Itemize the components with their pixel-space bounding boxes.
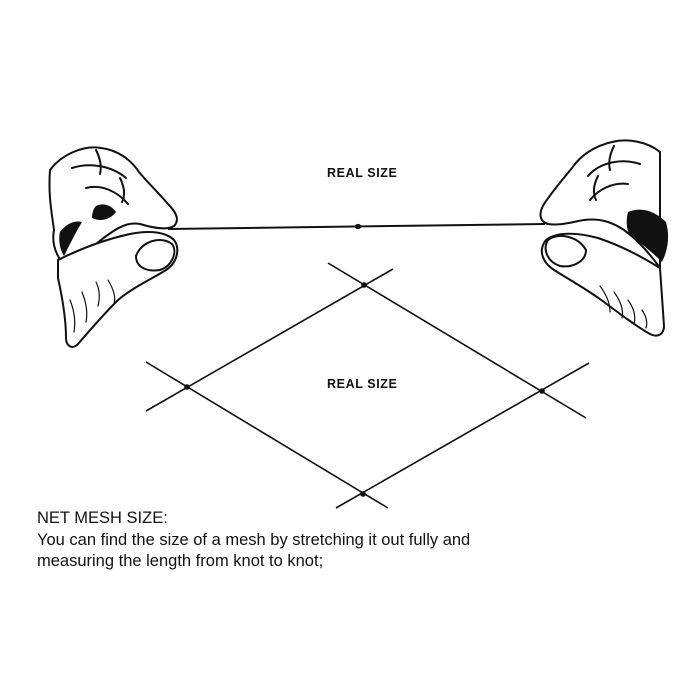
caption-line-2: measuring the length from knot to knot;	[37, 552, 324, 570]
caption-block: NET MESH SIZE: You can find the size of …	[37, 508, 657, 573]
caption-heading: NET MESH SIZE:	[37, 509, 168, 527]
caption-line-1: You can find the size of a mesh by stret…	[37, 530, 471, 549]
mesh-line-bottom-right	[335, 362, 590, 509]
knot-right	[539, 388, 545, 394]
left-hand-icon	[48, 146, 179, 348]
knot-bottom	[360, 491, 366, 497]
knot-dot-icon	[354, 223, 362, 230]
real-size-label-top: REAL SIZE	[327, 166, 398, 180]
knot-left	[184, 384, 190, 390]
right-hand-icon	[539, 139, 669, 337]
knot-top	[361, 282, 367, 288]
real-size-label-mesh: REAL SIZE	[327, 377, 398, 391]
mesh-line-top-right	[327, 262, 587, 419]
